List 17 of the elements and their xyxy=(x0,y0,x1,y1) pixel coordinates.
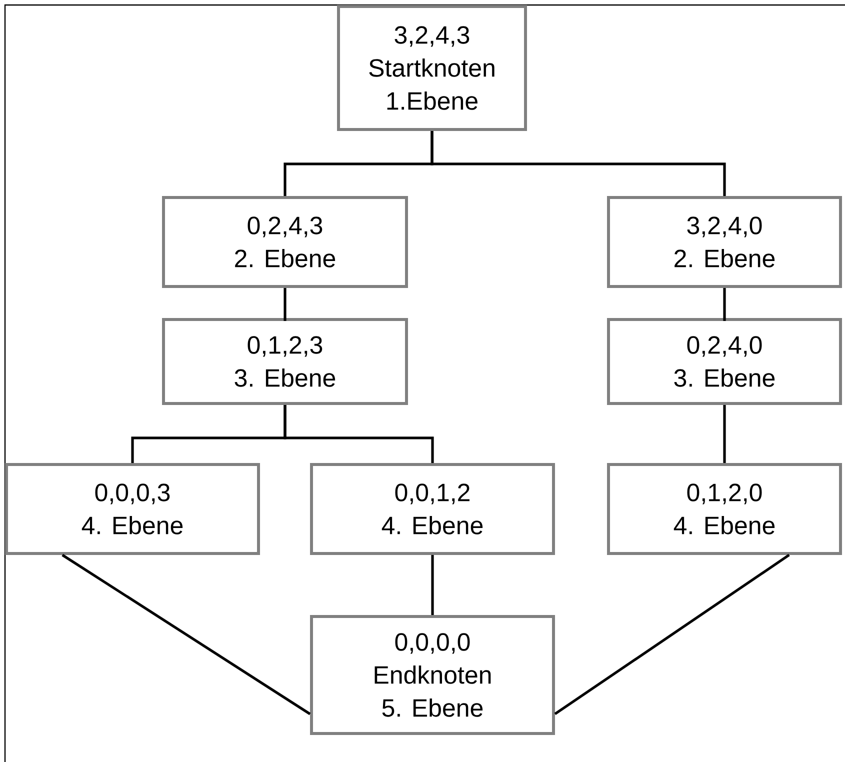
connector-line xyxy=(430,130,726,196)
state-box: 0,1,2,3 3. Ebene xyxy=(162,318,408,405)
connector-line xyxy=(723,404,726,463)
connector-line xyxy=(554,554,790,716)
state-box: 3,2,4,0 2. Ebene xyxy=(607,196,842,288)
state-box: 0,2,4,3 2. Ebene xyxy=(162,196,408,288)
state-box: 0,2,4,0 3. Ebene xyxy=(607,318,842,405)
connector-line xyxy=(284,288,286,322)
connector-line xyxy=(284,404,434,463)
state-box: 3,2,4,3 Startknoten 1.Ebene xyxy=(337,4,527,131)
state-box: 0,0,1,2 4. Ebene xyxy=(310,462,555,555)
state-box: 0,0,0,0 Endknoten 5. Ebene xyxy=(310,614,555,735)
connector-line xyxy=(431,554,434,615)
state-box: 0,0,0,3 4. Ebene xyxy=(5,462,260,555)
connector-line xyxy=(62,554,311,716)
connector-line xyxy=(723,288,726,322)
state-box: 0,1,2,0 4. Ebene xyxy=(607,462,842,555)
